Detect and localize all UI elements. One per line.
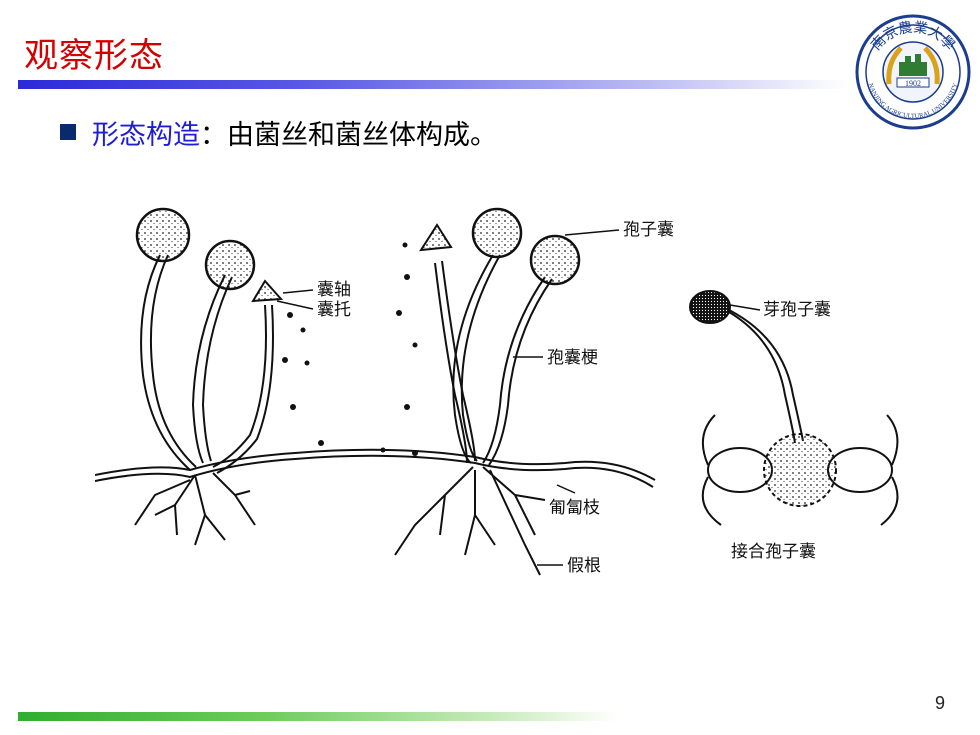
university-logo: 1902 南京農業大學 NANJING AGRICULTURAL UNIVERS… [855,14,971,130]
page-number: 9 [935,693,946,713]
bullet-item: 形态构造 ：由菌丝和菌丝体构成。 [60,112,497,152]
spores [282,242,418,456]
label-zygosporangium: 接合孢子囊 [731,542,816,562]
right-rhizoids [394,466,546,576]
label-sporangium: 孢子囊 [623,220,674,240]
stolon-group [95,448,656,488]
bud-sporangium-group [719,306,804,444]
label-leaders [276,229,761,566]
label-apophysis: 囊托 [317,300,351,320]
label-stolon: 匍匐枝 [549,498,600,518]
logo-year: 1902 [905,79,921,88]
bullet-square-icon [60,124,76,140]
label-rhizoid: 假根 [567,556,601,576]
bullet-text: ：由菌丝和菌丝体构成。 [200,119,497,151]
title-underline-bar [18,80,848,89]
slide-title: 观察形态 [24,36,164,76]
label-sporangiophore: 孢囊梗 [547,348,598,368]
label-bud-sporangium: 芽孢子囊 [763,300,831,320]
left-rhizoids [134,472,256,546]
bullet-keyword: 形态构造 [92,119,200,151]
rhizopus-morphology-diagram: 孢子囊 囊轴 囊托 孢囊梗 芽孢子囊 匍匐枝 假根 接合孢子囊 [95,207,899,576]
left-sporangiophores [140,254,274,474]
right-sporangiophores [434,254,553,466]
footer-bar [18,712,618,721]
label-columella: 囊轴 [317,280,351,300]
